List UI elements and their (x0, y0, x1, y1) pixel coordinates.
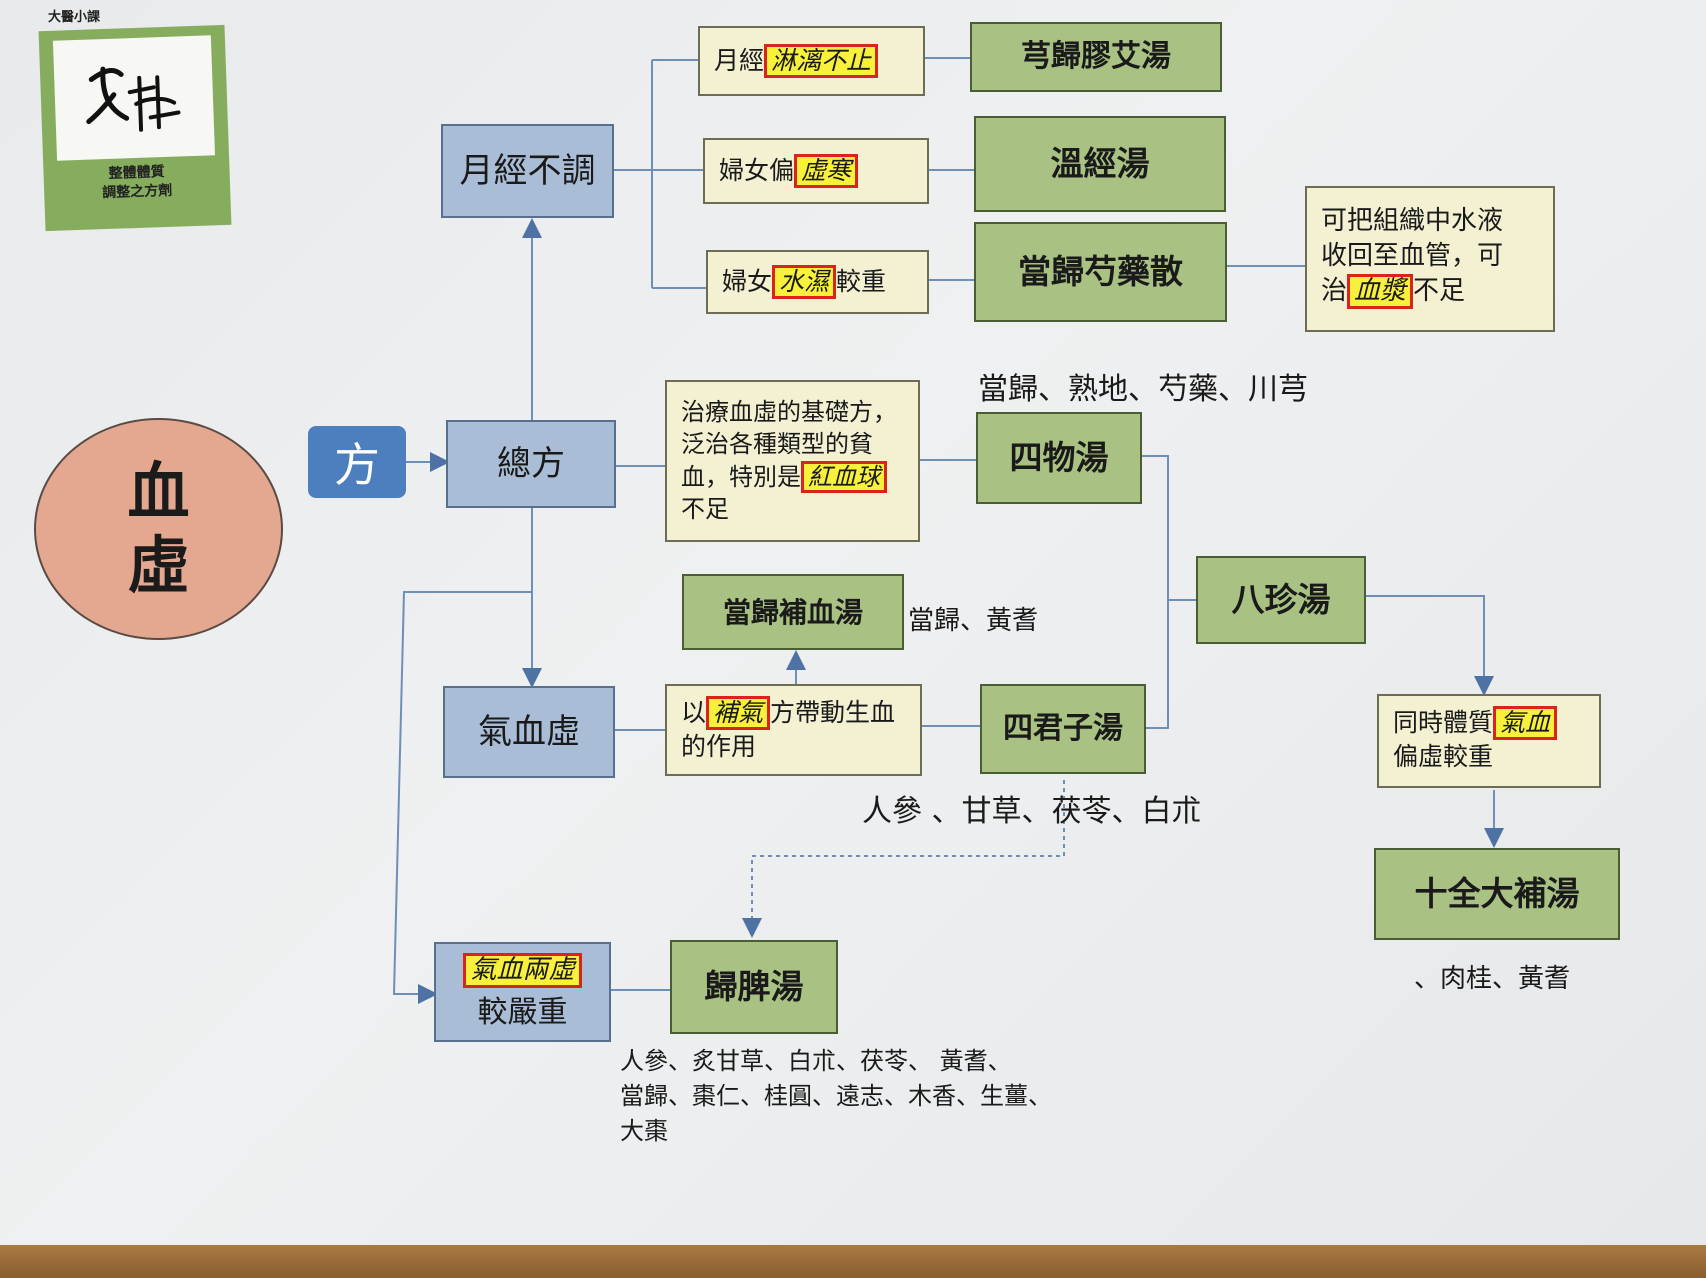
note-siwu-highlight: 紅血球 (801, 460, 887, 494)
note-water-line1: 可把組織中水液 (1321, 206, 1504, 236)
sijunzi-to-guipi-dashed-line (742, 780, 1065, 938)
logo-tag: 大醫小課 (48, 10, 101, 25)
note-buqi-highlight: 補氣 (706, 696, 771, 730)
formula-siwu: 四物湯 (976, 412, 1142, 504)
note-water: 可把組織中水液 收回至血管，可 治血漿不足 (1305, 186, 1555, 332)
note-tongshi-line2: 偏虛較重 (1393, 741, 1494, 771)
formula-guipi: 歸脾湯 (670, 940, 838, 1034)
note-tongshi-highlight: 氣血 (1493, 706, 1558, 740)
note-r1-highlight: 淋漓不止 (764, 44, 879, 78)
severe-highlight: 氣血兩虛 (463, 952, 582, 988)
note-siwu-line4: 不足 (681, 495, 729, 524)
note-siwu-line3: 血，特別是 (681, 462, 801, 491)
note-r3-prefix: 婦女 (722, 267, 773, 297)
bazhen-to-tongshi-line (1366, 595, 1494, 696)
logo-calligraphy-image (52, 35, 215, 161)
ingredients-guipi-line1: 人參、炙甘草、白朮、茯苓、 黃耆、 (620, 1047, 1012, 1075)
logo-card: 整體體質 調整之方劑 (38, 24, 232, 232)
formula-shiquan: 十全大補湯 (1374, 848, 1620, 940)
note-r3: 婦女 水濕 較重 (706, 250, 929, 314)
note-buqi: 以補氣方帶動生血 的作用 (665, 684, 922, 776)
node-yuejing-butiao: 月經不調 (441, 124, 614, 218)
note-buqi-prefix: 以 (681, 698, 707, 727)
formula-label: 方 (308, 426, 406, 498)
severe-text: 較嚴重 (477, 994, 568, 1030)
ingredients-guipi: 人參、炙甘草、白朮、茯苓、 黃耆、 當歸、棗仁、桂圓、遠志、木香、生薑、 大棗 (620, 1044, 1052, 1148)
formula-danggui-buxue: 當歸補血湯 (682, 574, 904, 650)
note-r2-highlight: 虛寒 (794, 154, 859, 188)
ingredients-siwu: 當歸、熟地、芍藥、川芎 (978, 372, 1308, 407)
formula-xiongguijiaoai: 芎歸膠艾湯 (970, 22, 1222, 92)
ingredients-shiquan: 、肉桂、黃耆 (1414, 964, 1571, 994)
formula-sijunzi: 四君子湯 (980, 684, 1146, 774)
ingredients-guipi-line3: 大棗 (620, 1116, 668, 1145)
note-water-line2: 收回至血管，可 (1321, 241, 1504, 272)
formula-bazhen: 八珍湯 (1196, 556, 1366, 644)
note-water-highlight: 血漿 (1347, 274, 1414, 309)
note-buqi-suffix: 方帶動生血 (770, 698, 896, 727)
node-zongfang: 總方 (446, 420, 616, 508)
note-siwu-line2: 泛治各種類型的貧 (681, 430, 873, 459)
logo-caption-line2: 調整之方劑 (101, 182, 173, 202)
branch-to-severe-line (392, 591, 532, 1004)
note-siwu-line1: 治療血虛的基礎方， (681, 398, 897, 426)
note-r2: 婦女偏 虛寒 (703, 138, 929, 204)
note-r1: 月經 淋漓不止 (698, 26, 925, 96)
note-tongshi-prefix: 同時體質 (1393, 708, 1494, 737)
note-r3-suffix: 較重 (836, 267, 887, 297)
node-qixuexu: 氣血虛 (443, 686, 615, 778)
ingredients-danggui-buxue: 當歸、黃耆 (908, 606, 1039, 636)
note-r2-prefix: 婦女偏 (719, 156, 795, 186)
circle-line2: 虛 (127, 529, 190, 602)
note-r1-prefix: 月經 (714, 46, 765, 76)
note-water-line3a: 治 (1321, 276, 1348, 307)
table-edge (0, 1245, 1706, 1278)
note-buqi-line2: 的作用 (681, 731, 757, 761)
formula-wenjing: 溫經湯 (974, 116, 1226, 212)
blood-deficiency-circle: 血 虛 (34, 418, 283, 640)
siwu-sijunzi-bracket (1142, 455, 1169, 729)
note-r3-highlight: 水濕 (772, 265, 837, 299)
ingredients-sijunzi: 人參 、甘草、茯苓、白朮 (862, 794, 1202, 829)
ingredients-guipi-line2: 當歸、棗仁、桂圓、遠志、木香、生薑、 (620, 1081, 1052, 1110)
note-tongshi: 同時體質氣血 偏虛較重 (1377, 694, 1601, 788)
formula-danggui-shaoyao: 當歸芍藥散 (974, 222, 1227, 322)
node-severe: 氣血兩虛 較嚴重 (434, 942, 611, 1042)
note-water-line3b: 不足 (1413, 276, 1466, 307)
circle-line1: 血 (127, 454, 190, 528)
note-siwu: 治療血虛的基礎方， 泛治各種類型的貧 血，特別是紅血球 不足 (665, 380, 920, 542)
